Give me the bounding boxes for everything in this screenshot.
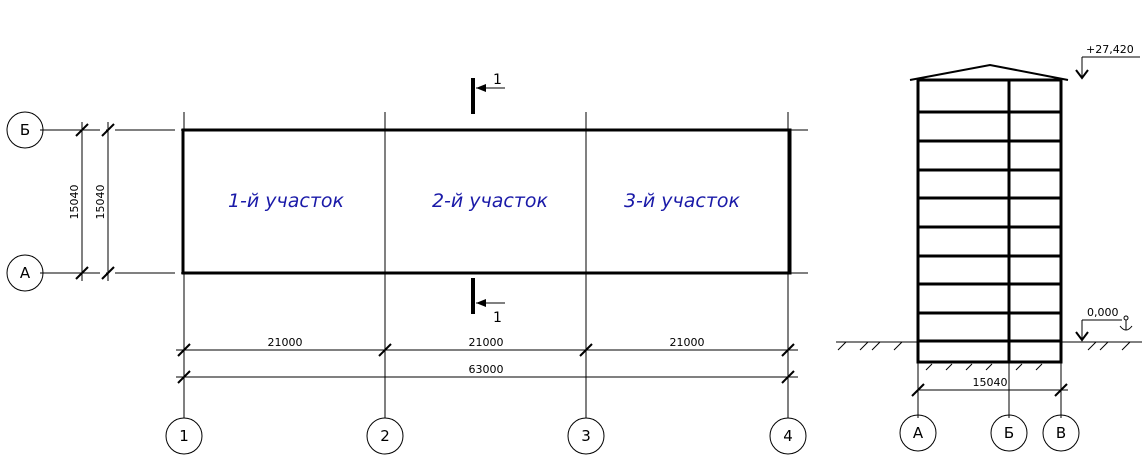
top-level-label: +27,420 <box>1086 43 1134 56</box>
svg-text:2: 2 <box>380 427 390 445</box>
total-dimension-label: 63000 <box>469 363 504 376</box>
ground-level-mark: 0,000 <box>1075 306 1133 342</box>
top-level-mark: +27,420 <box>1075 43 1140 80</box>
ground-line <box>836 341 1142 371</box>
section-mark-bottom: 1 <box>471 278 505 326</box>
elevation-outline <box>916 78 1063 364</box>
svg-text:Б: Б <box>1004 424 1014 442</box>
span-dimension-1: 21000 <box>268 336 303 349</box>
axis-bubble-1: 1 <box>165 417 203 455</box>
axis-bubble-2: 2 <box>366 417 404 455</box>
plan-view: 1-й участок 2-й участок 3-й участок 1 1 … <box>6 72 808 455</box>
depth-dimension-outer: 15040 <box>68 122 89 281</box>
section-mark-bottom-label: 1 <box>493 310 502 326</box>
section-mark-top: 1 <box>471 72 505 114</box>
axis-bubble-b: Б <box>6 111 44 149</box>
elevation-axis-bubble-v: В <box>1042 414 1080 452</box>
roof-outline <box>909 63 1069 81</box>
depth-dimension-inner-label: 15040 <box>94 185 107 220</box>
elevation-width-dimension: 15040 <box>911 376 1068 397</box>
section-mark-top-label: 1 <box>493 72 502 88</box>
floor-lines <box>918 110 1061 343</box>
total-dimension: 63000 <box>176 363 798 384</box>
elevation-view: +27,420 0,000 15040 А <box>836 43 1142 452</box>
svg-text:А: А <box>913 424 924 442</box>
anchor-icon <box>1119 315 1133 331</box>
axis-bubble-3: 3 <box>567 417 605 455</box>
svg-text:3: 3 <box>581 427 591 445</box>
elevation-axis-bubble-b: Б <box>990 414 1028 452</box>
depth-dimension-outer-label: 15040 <box>68 185 81 220</box>
ground-level-label: 0,000 <box>1087 306 1119 319</box>
zone-label-2: 2-й участок <box>432 190 549 212</box>
span-dimension-chain: 21000 21000 21000 <box>176 336 798 357</box>
span-dimension-2: 21000 <box>469 336 504 349</box>
zone-label-1: 1-й участок <box>228 190 345 212</box>
axis-bubble-a: А <box>6 254 44 292</box>
elevation-axis-bubble-a: А <box>899 414 937 452</box>
svg-text:4: 4 <box>783 427 793 445</box>
axis-bubble-4: 4 <box>769 417 807 455</box>
svg-text:Б: Б <box>20 121 30 139</box>
zone-label-3: 3-й участок <box>624 190 741 212</box>
svg-text:А: А <box>20 264 31 282</box>
elevation-width-label: 15040 <box>973 376 1008 389</box>
building-outline <box>181 128 792 275</box>
span-dimension-3: 21000 <box>670 336 705 349</box>
svg-text:1: 1 <box>179 427 189 445</box>
svg-text:В: В <box>1056 424 1066 442</box>
depth-dimension-inner: 15040 <box>94 122 115 281</box>
